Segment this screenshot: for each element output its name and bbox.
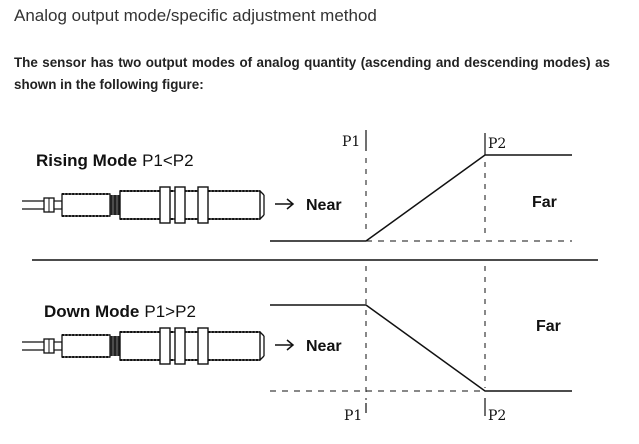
down-near-label: Near (306, 338, 342, 355)
rising-output-curve (270, 154, 572, 242)
down-far-label: Far (536, 318, 561, 335)
rising-p1-label: P1 (342, 134, 360, 150)
intro-paragraph: The sensor has two output modes of analo… (14, 55, 610, 92)
down-output-curve (270, 304, 572, 392)
page-heading: Analog output mode/specific adjustment m… (14, 6, 377, 25)
right-arrow-icon (274, 339, 294, 351)
rising-mode-title: Rising Mode P1<P2 (36, 151, 194, 170)
rising-near-label: Near (306, 197, 342, 214)
down-mode-name: Down Mode (44, 302, 139, 321)
down-mode-condition: P1>P2 (144, 302, 196, 321)
down-p2-label: P2 (488, 408, 506, 424)
cylindrical-proximity-sensor-icon (21, 327, 265, 365)
rising-mode-name: Rising Mode (36, 151, 137, 170)
down-mode-title: Down Mode P1>P2 (44, 302, 196, 321)
right-arrow-icon (274, 198, 294, 210)
rising-mode-condition: P1<P2 (142, 151, 194, 170)
rising-p2-label: P2 (488, 136, 506, 152)
rising-far-label: Far (532, 194, 557, 211)
down-p1-label: P1 (344, 408, 362, 424)
cylindrical-proximity-sensor-icon (21, 186, 265, 224)
